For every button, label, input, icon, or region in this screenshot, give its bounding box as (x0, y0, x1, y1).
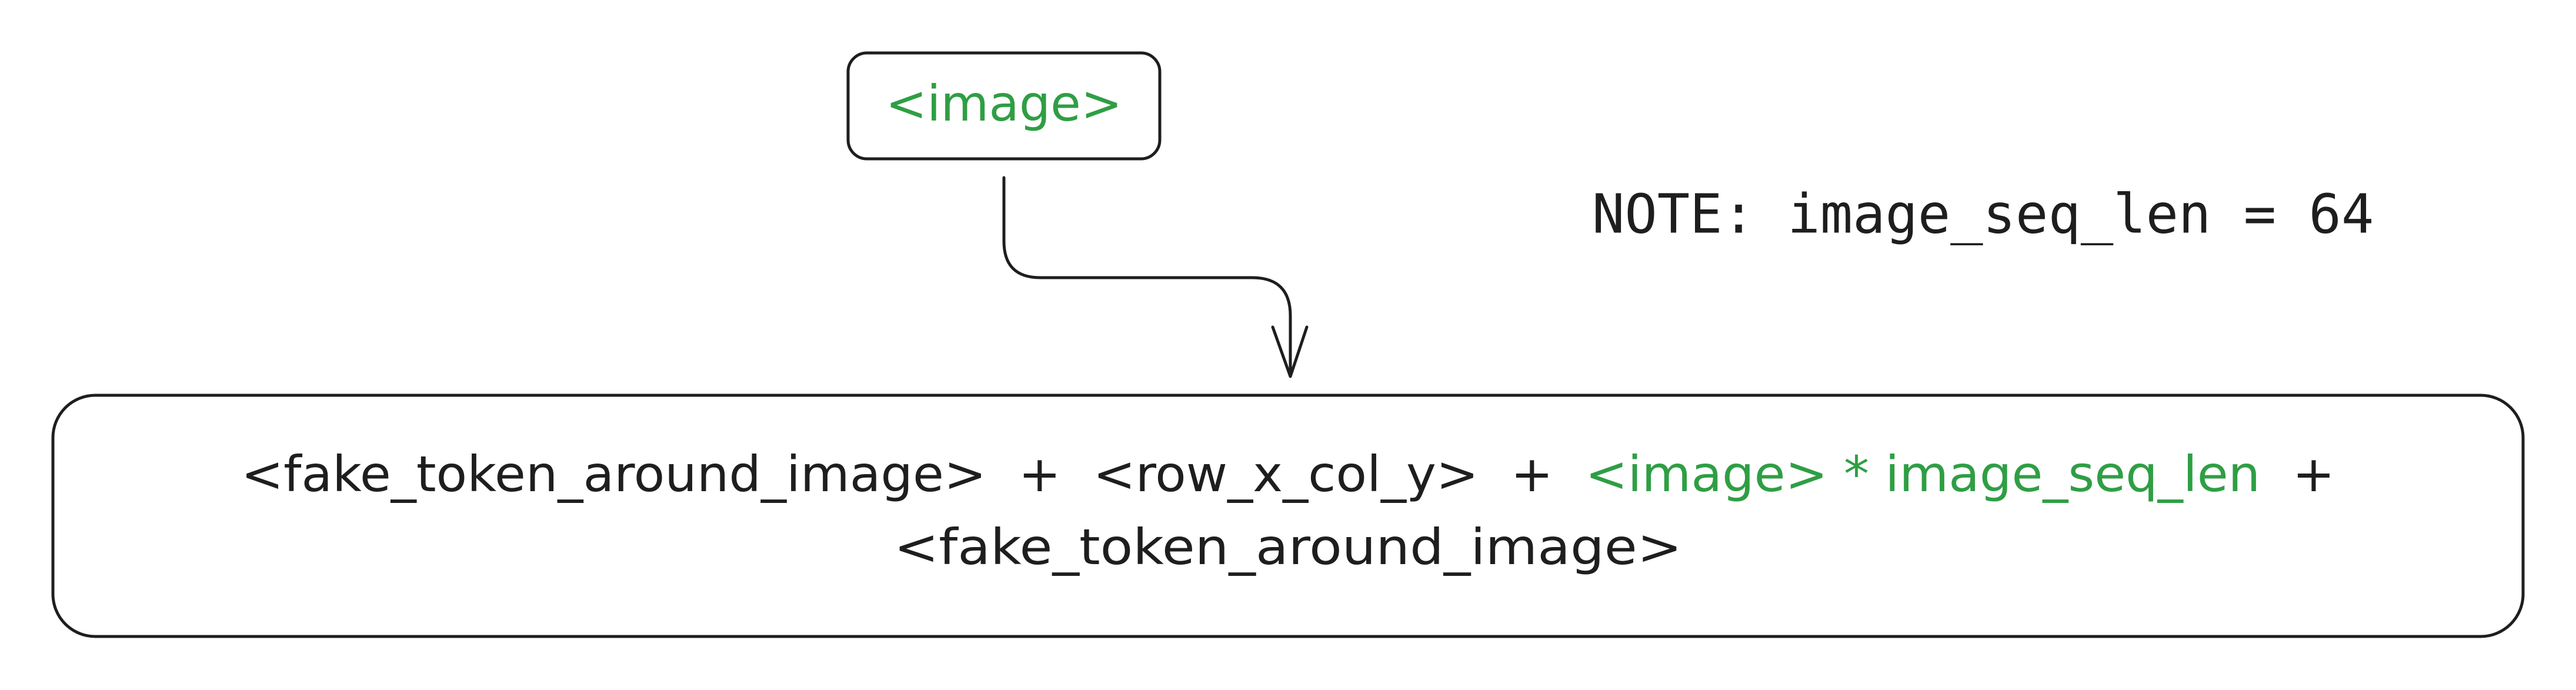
connector-line (1002, 176, 1292, 377)
image-repeat-term: <image> * image_seq_len (1586, 445, 2261, 503)
sequence-node: <fake_token_around_image> + <row_x_col_y… (51, 394, 2525, 638)
fake-token-open: <fake_token_around_image> (241, 445, 986, 503)
note-text: NOTE: image_seq_len = 64 (1592, 182, 2374, 245)
sequence-line-1: <fake_token_around_image> + <row_x_col_y… (241, 445, 2335, 503)
plus-operator-2: + (1494, 445, 1569, 503)
row-col-token: <row_x_col_y> (1093, 445, 1479, 503)
arrowhead-icon (1271, 325, 1309, 378)
connector-arrow (1002, 176, 1309, 378)
image-node: <image> (846, 51, 1162, 161)
image-node-box (846, 51, 1162, 161)
sequence-line-2: <fake_token_around_image> (894, 518, 1682, 576)
plus-operator-1: + (1002, 445, 1077, 503)
sequence-node-box (51, 394, 2525, 638)
image-node-label: <image> (886, 75, 1122, 132)
plus-operator-3: + (2277, 445, 2335, 503)
